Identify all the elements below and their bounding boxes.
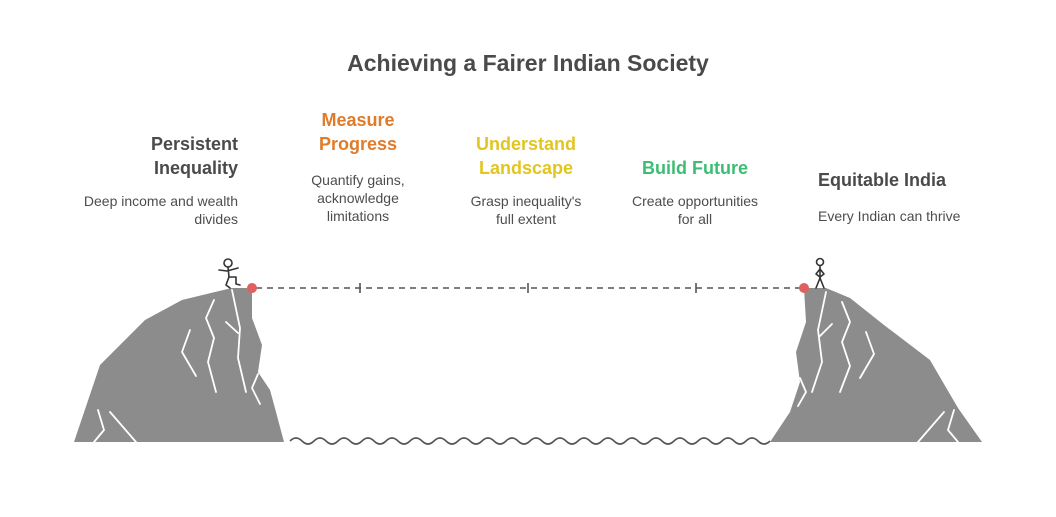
right-cliff-icon	[770, 288, 982, 443]
start-title-line-2: Inequality	[153, 158, 238, 178]
step-1-desc-line-2: acknowledge	[317, 190, 399, 206]
step-build-title: Build Future	[610, 156, 780, 180]
left-cliff-icon	[74, 288, 284, 443]
end-stage-description: Every Indian can thrive	[818, 208, 961, 224]
step-understand-description: Grasp inequality's full extent	[446, 192, 606, 228]
step-2-desc-line-2: full extent	[496, 211, 556, 227]
start-desc-line-1: Deep income and wealth	[83, 193, 238, 209]
step-2-desc-line-1: Grasp inequality's	[470, 193, 582, 209]
start-marker	[247, 283, 257, 293]
step-build-description: Create opportunities for all	[610, 192, 780, 228]
standing-person-icon	[815, 257, 825, 289]
step-measure-title: Measure Progress	[288, 108, 428, 156]
start-stage-description: Deep income and wealth divides	[58, 192, 238, 228]
step-1-title-line-2: Progress	[318, 134, 398, 154]
step-2-title-line-1: Understand	[475, 134, 576, 154]
start-title-line-1: Persistent	[150, 134, 238, 154]
step-1-title-line-1: Measure	[321, 110, 395, 130]
step-measure-description: Quantify gains, acknowledge limitations	[283, 171, 433, 225]
water-waves-icon	[289, 437, 771, 445]
step-3-desc-line-1: Create opportunities	[631, 193, 759, 209]
step-1-desc-line-1: Quantify gains,	[311, 172, 405, 188]
step-1-desc-line-3: limitations	[326, 208, 390, 224]
start-desc-line-2: divides	[194, 211, 238, 227]
climbing-person-icon	[218, 258, 241, 289]
step-2-title-line-2: Landscape	[478, 158, 574, 178]
page-title: Achieving a Fairer Indian Society	[347, 50, 709, 76]
step-understand-title: Understand Landscape	[446, 132, 606, 180]
end-stage-title: Equitable India	[818, 170, 947, 190]
end-marker	[799, 283, 809, 293]
step-3-title-line-1: Build Future	[642, 158, 748, 178]
step-3-desc-line-2: for all	[677, 211, 713, 227]
start-stage-title: Persistent Inequality	[98, 132, 238, 180]
